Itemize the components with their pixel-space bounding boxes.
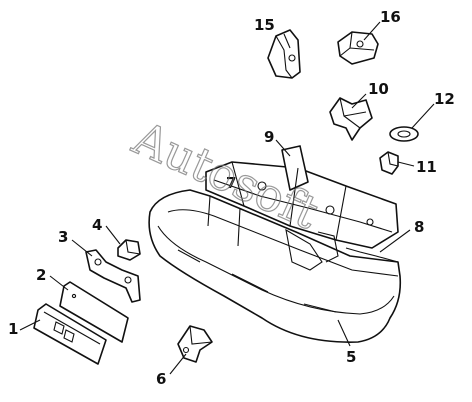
callout-15: 15 — [254, 16, 275, 34]
part-5-bumper-cover — [148, 189, 402, 343]
part-16-bracket — [337, 31, 379, 65]
part-15-bracket — [267, 29, 301, 79]
part-3-plate-bracket — [85, 249, 141, 303]
part-2-plate-backing — [59, 281, 129, 343]
part-9-reinforcement-beam — [205, 145, 399, 249]
part-4-small-bracket — [117, 239, 141, 261]
callout-7: 7 — [226, 174, 236, 192]
part-12-clip — [389, 126, 419, 142]
callout-11: 11 — [416, 158, 437, 176]
callout-16: 16 — [380, 8, 401, 26]
callout-labels: 16 15 10 12 11 9 7 8 4 3 2 1 6 5 — [8, 8, 455, 388]
callout-4: 4 — [92, 216, 102, 234]
callout-2: 2 — [36, 266, 46, 284]
part-8-mount-detail — [345, 247, 399, 263]
callout-9: 9 — [264, 128, 274, 146]
part-1-licence-plate — [33, 303, 107, 365]
callout-5: 5 — [346, 348, 356, 366]
part-11-clip — [379, 151, 399, 175]
part-10-bracket — [329, 97, 373, 141]
callout-12: 12 — [434, 90, 455, 108]
callout-8: 8 — [414, 218, 424, 236]
leader-lines — [19, 21, 435, 375]
callout-10: 10 — [368, 80, 389, 98]
callout-1: 1 — [8, 320, 18, 338]
callout-3: 3 — [58, 228, 68, 246]
callout-6: 6 — [156, 370, 166, 388]
part-6-bracket — [177, 325, 213, 363]
